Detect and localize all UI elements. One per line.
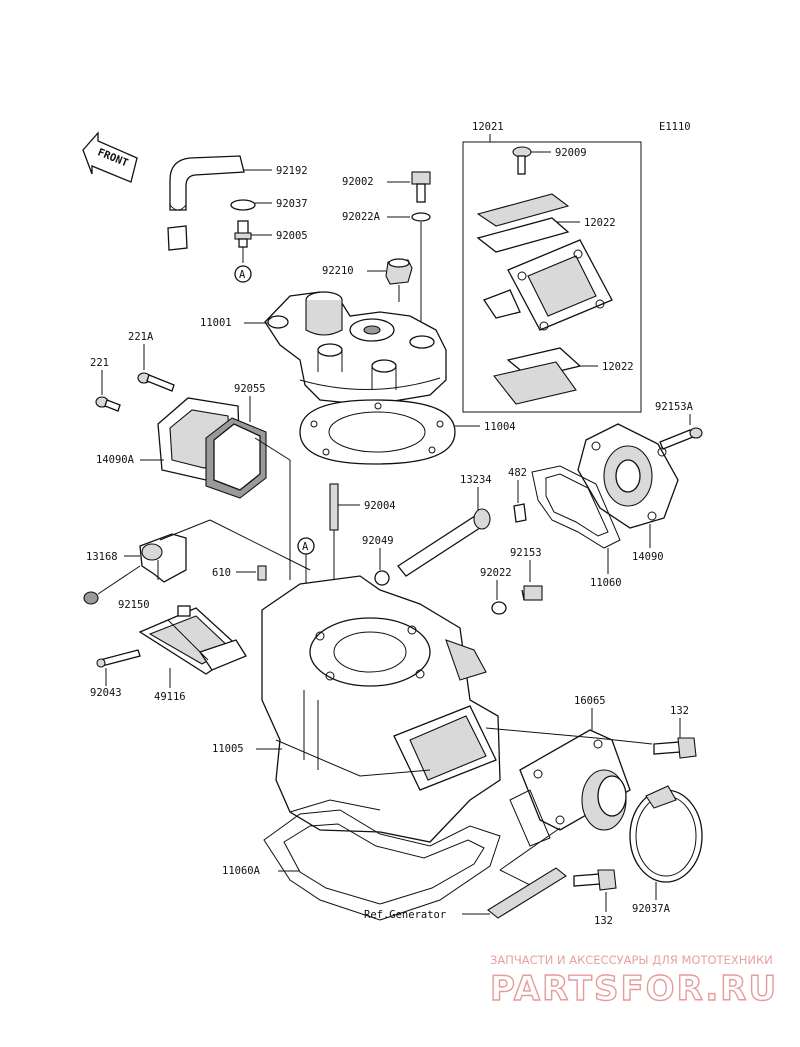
dowel-610 [257, 565, 267, 581]
marker-a-top-label: A [239, 269, 246, 281]
label-12022-bottom: 12022 [602, 361, 634, 373]
rod-13234 [397, 508, 491, 577]
screw-92009 [512, 146, 532, 175]
label-92022: 92022 [480, 567, 512, 579]
label-610: 610 [212, 567, 231, 579]
label-92192: 92192 [276, 165, 308, 177]
clip-92037 [230, 199, 256, 211]
reed-plate-12022-bottom [493, 347, 582, 405]
label-92150: 92150 [118, 599, 150, 611]
bolt-92153A [659, 427, 703, 450]
bolt-92153 [521, 585, 543, 601]
cover-14090 [577, 423, 679, 529]
label-92153: 92153 [510, 547, 542, 559]
label-11004: 11004 [484, 421, 516, 433]
label-132-bottom: 132 [594, 915, 613, 927]
watermark-logo: PARTSFOR.RU [490, 969, 778, 1009]
label-14090A: 14090A [96, 454, 135, 466]
generator-plate [487, 867, 567, 919]
label-92009: 92009 [555, 147, 587, 159]
label-92022A: 92022A [342, 211, 381, 223]
label-92037: 92037 [276, 198, 308, 210]
breather-hose [167, 155, 245, 251]
ref-generator-label: Ref.Generator [364, 909, 446, 921]
label-13234: 13234 [460, 474, 492, 486]
label-11005: 11005 [212, 743, 244, 755]
label-11060: 11060 [590, 577, 622, 589]
label-92043: 92043 [90, 687, 122, 699]
label-11001: 11001 [200, 317, 232, 329]
bolt-92002 [411, 171, 431, 203]
label-221A: 221A [128, 331, 154, 343]
stud-92004 [329, 483, 339, 531]
label-49116: 49116 [154, 691, 186, 703]
label-11060A: 11060A [222, 865, 261, 877]
bolt-92150 [83, 565, 141, 605]
bolt-132-bottom [573, 869, 617, 891]
bolt-132-top [653, 737, 697, 759]
intake-manifold-16065 [509, 729, 631, 847]
watermark-tagline: ЗАПЧАСТИ И АКСЕССУАРЫ ДЛЯ МОТОТЕХНИКИ [490, 953, 773, 967]
gasket-92055 [205, 417, 267, 499]
label-14090: 14090 [632, 551, 664, 563]
reed-valve-group-box [462, 141, 642, 413]
exhaust-valve-49116 [138, 605, 247, 675]
gasket-11060 [531, 465, 621, 549]
pin-92043 [96, 649, 141, 668]
base-gasket-11060A [263, 809, 501, 921]
bolt-221A [137, 372, 175, 392]
bolt-221 [95, 396, 121, 412]
label-132-top: 132 [670, 705, 689, 717]
reed-plate-12022-top [476, 193, 570, 253]
label-92004: 92004 [364, 500, 396, 512]
label-92210: 92210 [322, 265, 354, 277]
label-92005: 92005 [276, 230, 308, 242]
washer-92049 [374, 570, 390, 586]
nut-92210 [385, 258, 413, 285]
label-12021: 12021 [472, 121, 504, 133]
label-12022-top: 12022 [584, 217, 616, 229]
label-92153A: 92153A [655, 401, 694, 413]
label-221: 221 [90, 357, 109, 369]
label-92037A: 92037A [632, 903, 671, 915]
bracket-13168 [139, 533, 187, 583]
clip-482 [513, 503, 527, 523]
nipple-92005 [234, 220, 252, 248]
cylinder-head-11001 [264, 291, 447, 406]
marker-a-top [234, 265, 252, 283]
marker-a-mid-label: A [302, 541, 309, 553]
diagram-code: E1110 [659, 121, 691, 133]
label-92049: 92049 [362, 535, 394, 547]
cylinder-11005 [261, 575, 501, 843]
clamp-92037A [629, 785, 703, 883]
reed-block [483, 239, 613, 331]
washer-92022A [411, 212, 431, 222]
label-92002: 92002 [342, 176, 374, 188]
washer-92022 [491, 601, 507, 615]
head-gasket-11004 [299, 399, 456, 465]
label-16065: 16065 [574, 695, 606, 707]
front-arrow-icon: FRONT [82, 131, 138, 183]
label-92055: 92055 [234, 383, 266, 395]
label-482: 482 [508, 467, 527, 479]
label-13168: 13168 [86, 551, 118, 563]
